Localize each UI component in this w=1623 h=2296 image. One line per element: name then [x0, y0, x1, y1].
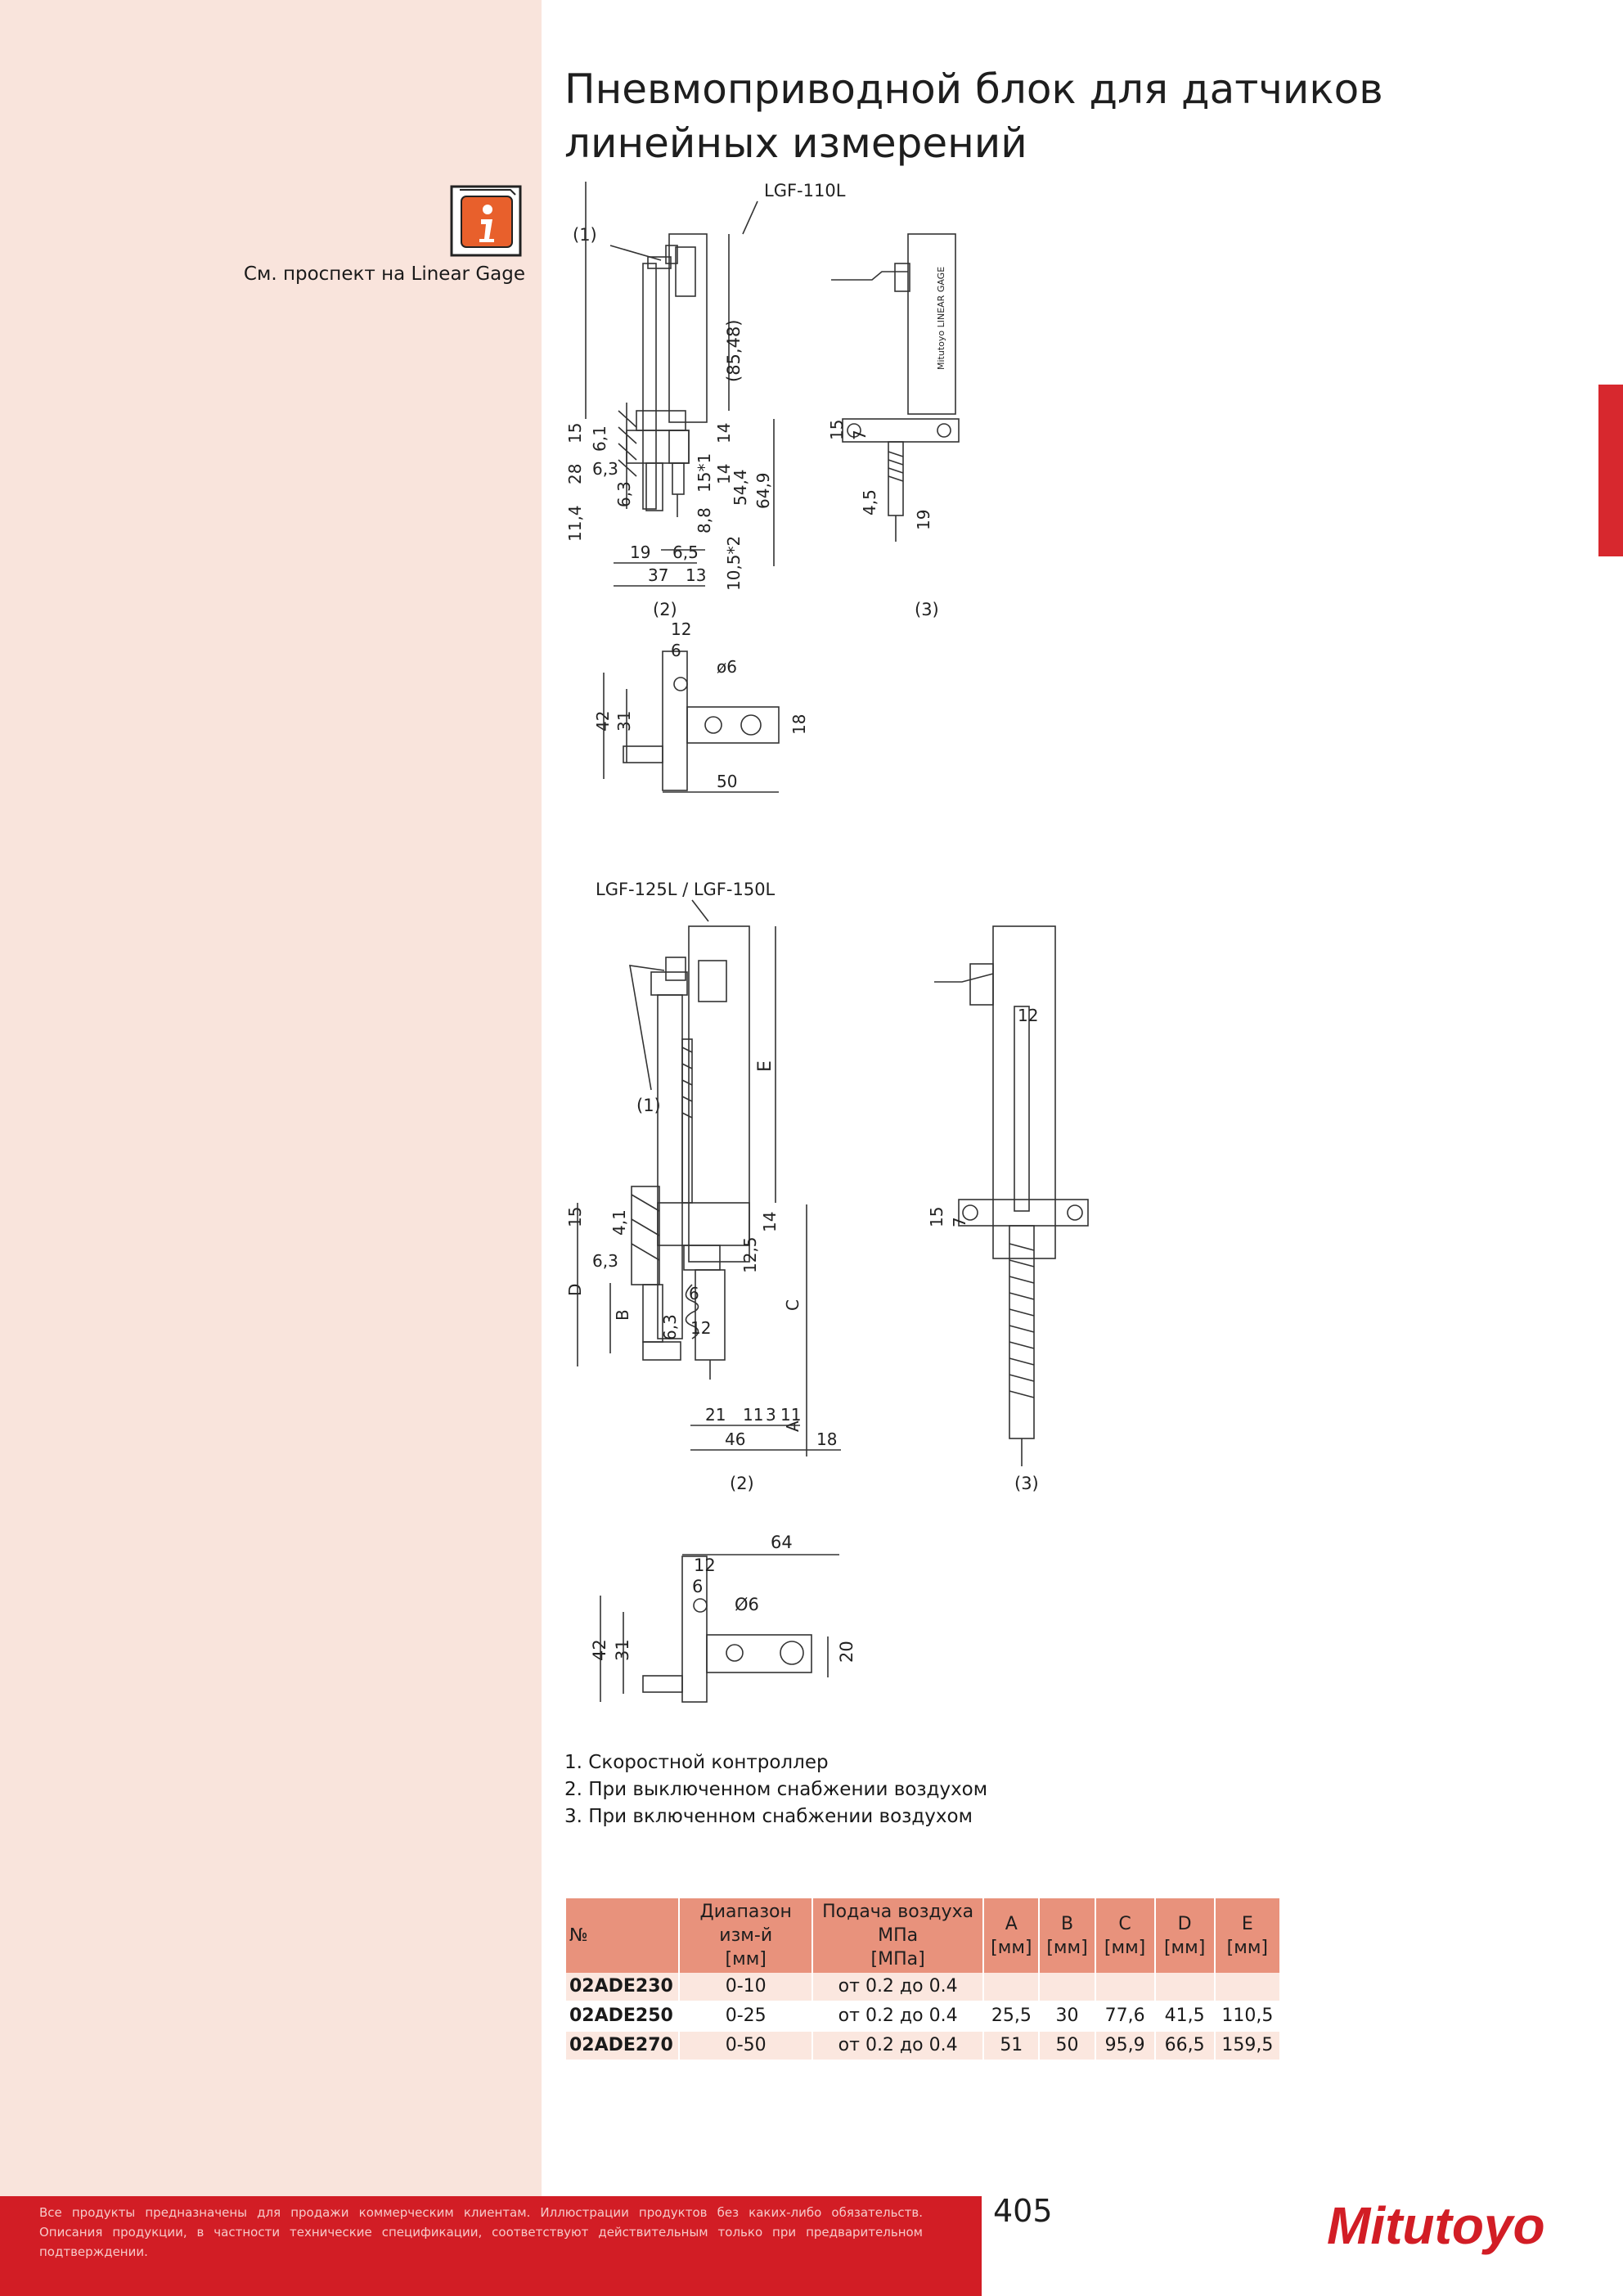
- col-e: E[мм]: [1213, 1898, 1279, 1973]
- svg-text:64: 64: [771, 1533, 793, 1552]
- svg-text:42: 42: [590, 1639, 609, 1661]
- page-number: 405: [993, 2193, 1053, 2229]
- reference-note[interactable]: См. проспект на Linear Gage: [243, 263, 525, 285]
- svg-text:18: 18: [789, 714, 809, 735]
- svg-text:6: 6: [671, 641, 681, 660]
- svg-text:12: 12: [690, 1318, 711, 1338]
- svg-text:15: 15: [927, 1207, 946, 1227]
- svg-text:15: 15: [827, 420, 847, 440]
- footnotes: 1. Скоростной контроллер 2. При выключен…: [564, 1749, 987, 1830]
- svg-text:B: B: [613, 1309, 632, 1321]
- svg-text:6: 6: [692, 1577, 703, 1596]
- svg-text:ø6: ø6: [717, 657, 737, 677]
- svg-text:E: E: [755, 1060, 776, 1072]
- col-range: Диапазон изм-й[мм]: [678, 1898, 813, 1973]
- svg-text:14: 14: [760, 1212, 780, 1232]
- svg-text:13: 13: [686, 565, 706, 585]
- callout-1: (1): [573, 225, 597, 245]
- svg-text:64,9: 64,9: [753, 472, 773, 509]
- table-row: 02ADE230 0-10 от 0.2 до 0.4: [564, 1973, 1279, 2002]
- specification-table: № Диапазон изм-й[мм] Подача воздуха МПа[…: [564, 1898, 1279, 2061]
- model-label-2: LGF-125L / LGF-150L: [596, 880, 776, 899]
- svg-text:14: 14: [714, 464, 734, 484]
- svg-text:42: 42: [593, 711, 613, 732]
- svg-text:37: 37: [648, 565, 668, 585]
- svg-text:15*1: 15*1: [695, 453, 714, 493]
- svg-text:A: A: [783, 1420, 803, 1432]
- footnote-3: 3. При включенном снабжении воздухом: [564, 1806, 973, 1827]
- col-number: №: [564, 1898, 680, 1973]
- svg-text:19: 19: [630, 542, 650, 562]
- svg-text:4,5: 4,5: [860, 489, 879, 515]
- svg-text:21: 21: [705, 1405, 726, 1425]
- view-3-label: (3): [915, 600, 939, 619]
- col-air-supply: Подача воздуха МПа[МПа]: [812, 1898, 984, 1973]
- svg-text:12: 12: [1018, 1006, 1038, 1025]
- svg-text:31: 31: [613, 1639, 632, 1661]
- footnote-1: 1. Скоростной контроллер: [564, 1752, 829, 1773]
- svg-text:6: 6: [689, 1284, 699, 1303]
- section-tab-marker: [1598, 385, 1623, 556]
- svg-text:6,3: 6,3: [592, 1251, 618, 1271]
- svg-text:11: 11: [743, 1405, 763, 1425]
- col-c: C[мм]: [1094, 1898, 1155, 1973]
- svg-text:10,5*2: 10,5*2: [724, 536, 744, 591]
- svg-text:54,4: 54,4: [731, 469, 750, 506]
- footnote-2: 2. При выключенном снабжении воздухом: [564, 1779, 988, 1800]
- svg-text:18: 18: [816, 1429, 837, 1449]
- col-a: A[мм]: [982, 1898, 1040, 1973]
- svg-text:C: C: [783, 1299, 803, 1311]
- svg-text:31: 31: [614, 711, 634, 732]
- svg-text:46: 46: [725, 1429, 745, 1449]
- svg-text:8,8: 8,8: [695, 507, 714, 533]
- brand-logo-text: Mitutoyo: [1327, 2196, 1545, 2255]
- left-sidebar: [0, 0, 542, 2196]
- svg-text:6,5: 6,5: [672, 542, 699, 562]
- brand-side-label: Mitutoyo LINEAR GAGE: [936, 267, 946, 370]
- svg-text:4,1: 4,1: [609, 1209, 629, 1236]
- svg-text:Ø6: Ø6: [735, 1595, 759, 1614]
- table-row: 02ADE270 0-50 от 0.2 до 0.4 51 50 95,9 6…: [564, 2031, 1279, 2061]
- svg-text:28: 28: [565, 464, 585, 484]
- table-header-row: № Диапазон изм-й[мм] Подача воздуха МПа[…: [564, 1898, 1279, 1973]
- drawing-lgf-110l: LGF-110L (1) (85,48) 15 6,1 28 6,3 11,4 …: [565, 182, 960, 793]
- svg-text:12,5: 12,5: [740, 1236, 760, 1273]
- svg-text:7: 7: [850, 430, 870, 440]
- svg-text:11,4: 11,4: [565, 505, 585, 542]
- col-d: D[мм]: [1153, 1898, 1215, 1973]
- svg-text:6,3: 6,3: [614, 481, 634, 507]
- table-row: 02ADE250 0-25 от 0.2 до 0.4 25,5 30 77,6…: [564, 2001, 1279, 2032]
- svg-text:50: 50: [717, 772, 737, 791]
- dim-85: (85,48): [724, 319, 744, 382]
- svg-text:12: 12: [671, 619, 691, 639]
- col-b: B[мм]: [1038, 1898, 1095, 1973]
- mitutoyo-logo: Mitutoyo: [1327, 2196, 1545, 2255]
- view-2-label: (2): [653, 600, 677, 619]
- page-title: Пневмоприводной блок для датчиков линейн…: [564, 65, 1383, 167]
- svg-text:6,1: 6,1: [590, 425, 609, 452]
- svg-text:6,3: 6,3: [592, 459, 618, 479]
- svg-text:15: 15: [565, 423, 585, 443]
- footer-bar: [0, 2196, 982, 2296]
- svg-text:12: 12: [694, 1555, 716, 1575]
- svg-text:3: 3: [766, 1405, 776, 1425]
- svg-text:D: D: [565, 1284, 585, 1296]
- svg-text:15: 15: [565, 1207, 585, 1227]
- svg-text:7: 7: [950, 1217, 969, 1227]
- drawing-lgf-125l-150l: LGF-125L / LGF-150L (1) E 15 4,1 6,3 D B…: [565, 880, 1089, 1703]
- info-icon[interactable]: [448, 183, 524, 259]
- svg-text:6,3: 6,3: [660, 1314, 680, 1340]
- svg-text:11: 11: [780, 1405, 801, 1425]
- view-3-label-b: (3): [1014, 1474, 1039, 1493]
- svg-text:19: 19: [914, 510, 933, 530]
- callout-1-b: (1): [636, 1096, 661, 1115]
- footer-disclaimer: Все продукты предназначены для продажи к…: [39, 2205, 923, 2259]
- model-label: LGF-110L: [764, 182, 846, 200]
- svg-text:14: 14: [714, 423, 734, 443]
- svg-text:20: 20: [837, 1641, 856, 1663]
- view-2-label-b: (2): [730, 1474, 754, 1493]
